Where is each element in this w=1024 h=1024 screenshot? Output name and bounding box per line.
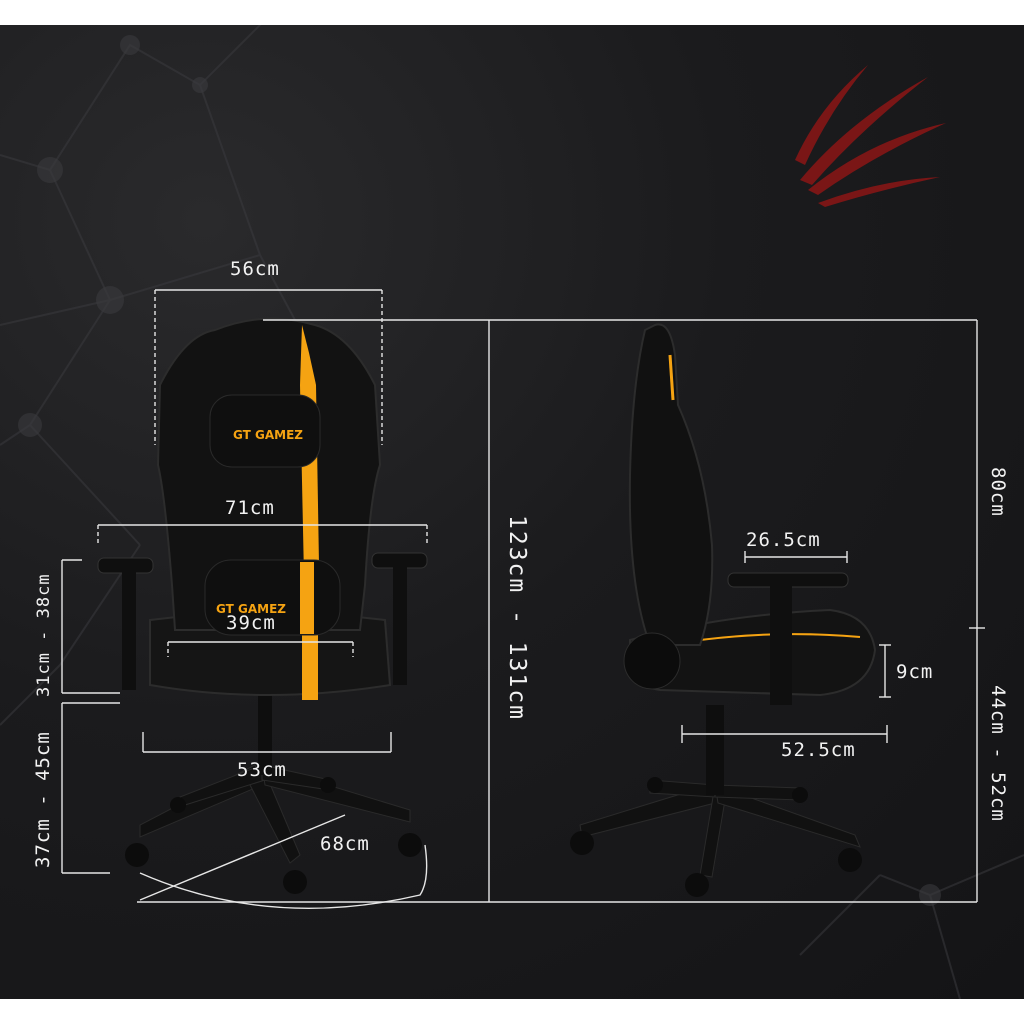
base-width-label: 53cm — [237, 759, 287, 781]
base-diameter-label: 68cm — [320, 833, 370, 855]
lumbar-logo: GT GAMEZ — [216, 602, 286, 616]
seat-height-label: 37cm - 45cm — [32, 731, 54, 868]
seat-to-floor-label: 44cm - 52cm — [987, 685, 1009, 822]
seat-thickness-label: 9cm — [896, 661, 934, 683]
armrest-length-label: 26.5cm — [746, 529, 821, 551]
chair-drawing: GT GAMEZ GT GAMEZ — [61, 289, 985, 910]
armrest-height-label: 31cm - 38cm — [34, 573, 54, 697]
dimension-lines — [61, 289, 985, 910]
headrest-logo: GT GAMEZ — [233, 428, 303, 442]
backrest-height-label: 80cm — [987, 467, 1009, 517]
seat-depth-label: 52.5cm — [781, 739, 856, 761]
headrest-width-label: 56cm — [230, 258, 280, 280]
arm-span-label: 71cm — [225, 497, 275, 519]
claw-mark-icon — [795, 65, 946, 207]
front-chair-illustration: GT GAMEZ GT GAMEZ — [97, 317, 428, 894]
side-chair-illustration — [570, 323, 877, 897]
seat-width-label: 39cm — [226, 612, 276, 634]
dark-background-panel: GT GAMEZ GT GAMEZ — [0, 25, 1024, 999]
total-height-label: 123cm - 131cm — [504, 515, 530, 722]
